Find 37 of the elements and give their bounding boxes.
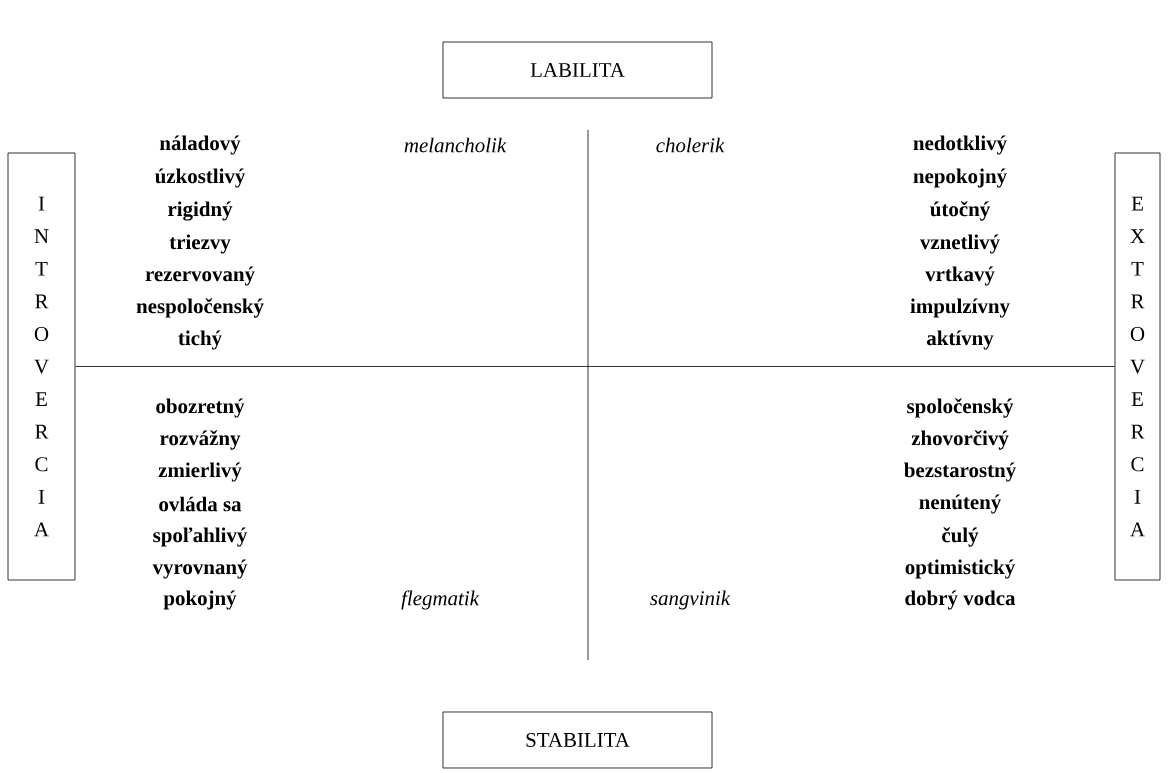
vertical-label-box: INTROVERCIA xyxy=(7,152,76,581)
trait-word: triezvy xyxy=(169,234,231,254)
trait-word: spoločenský xyxy=(907,398,1014,418)
trait-word: náladový xyxy=(159,135,241,155)
trait-word: ovláda sa xyxy=(159,496,242,512)
trait-word: úzkostlivý xyxy=(155,168,246,188)
trait-word: rezervovaný xyxy=(145,266,255,286)
trait-word: pokojný xyxy=(163,590,237,610)
trait-word: tichý xyxy=(178,330,222,350)
trait-word: zmierlivý xyxy=(158,462,242,482)
trait-word: aktívny xyxy=(926,330,994,350)
vertical-label-box: EXTROVERCIA xyxy=(1114,152,1161,581)
trait-word: nespoločenský xyxy=(136,298,264,318)
trait-word: čulý xyxy=(942,527,979,547)
trait-word: obozretný xyxy=(156,398,245,418)
type-name: cholerik xyxy=(656,137,725,153)
axis-line xyxy=(75,366,1115,367)
type-name: flegmatik xyxy=(401,590,480,610)
trait-word: nepokojný xyxy=(913,168,1007,188)
trait-word: rozvážny xyxy=(160,430,241,450)
trait-word: vznetlivý xyxy=(919,234,1000,254)
trait-word: nenútený xyxy=(919,494,1002,514)
label-box: STABILITA xyxy=(442,711,713,769)
type-name: melancholik xyxy=(404,137,507,153)
label-box: LABILITA xyxy=(442,41,713,99)
trait-word: nedotklivý xyxy=(913,135,1007,155)
trait-word: optimistický xyxy=(905,559,1015,579)
trait-word: rigidný xyxy=(168,201,233,221)
trait-word: zhovorčivý xyxy=(911,430,1009,450)
trait-word: dobrý vodca xyxy=(905,590,1016,610)
type-name: sangvinik xyxy=(650,590,731,610)
trait-word: bezstarostný xyxy=(904,462,1016,482)
trait-word: vyrovnaný xyxy=(152,559,248,579)
trait-word: útočný xyxy=(930,201,990,221)
trait-word: impulzívny xyxy=(910,298,1010,318)
trait-word: spoľahlivý xyxy=(153,527,248,547)
trait-word: vrtkavý xyxy=(925,266,995,286)
